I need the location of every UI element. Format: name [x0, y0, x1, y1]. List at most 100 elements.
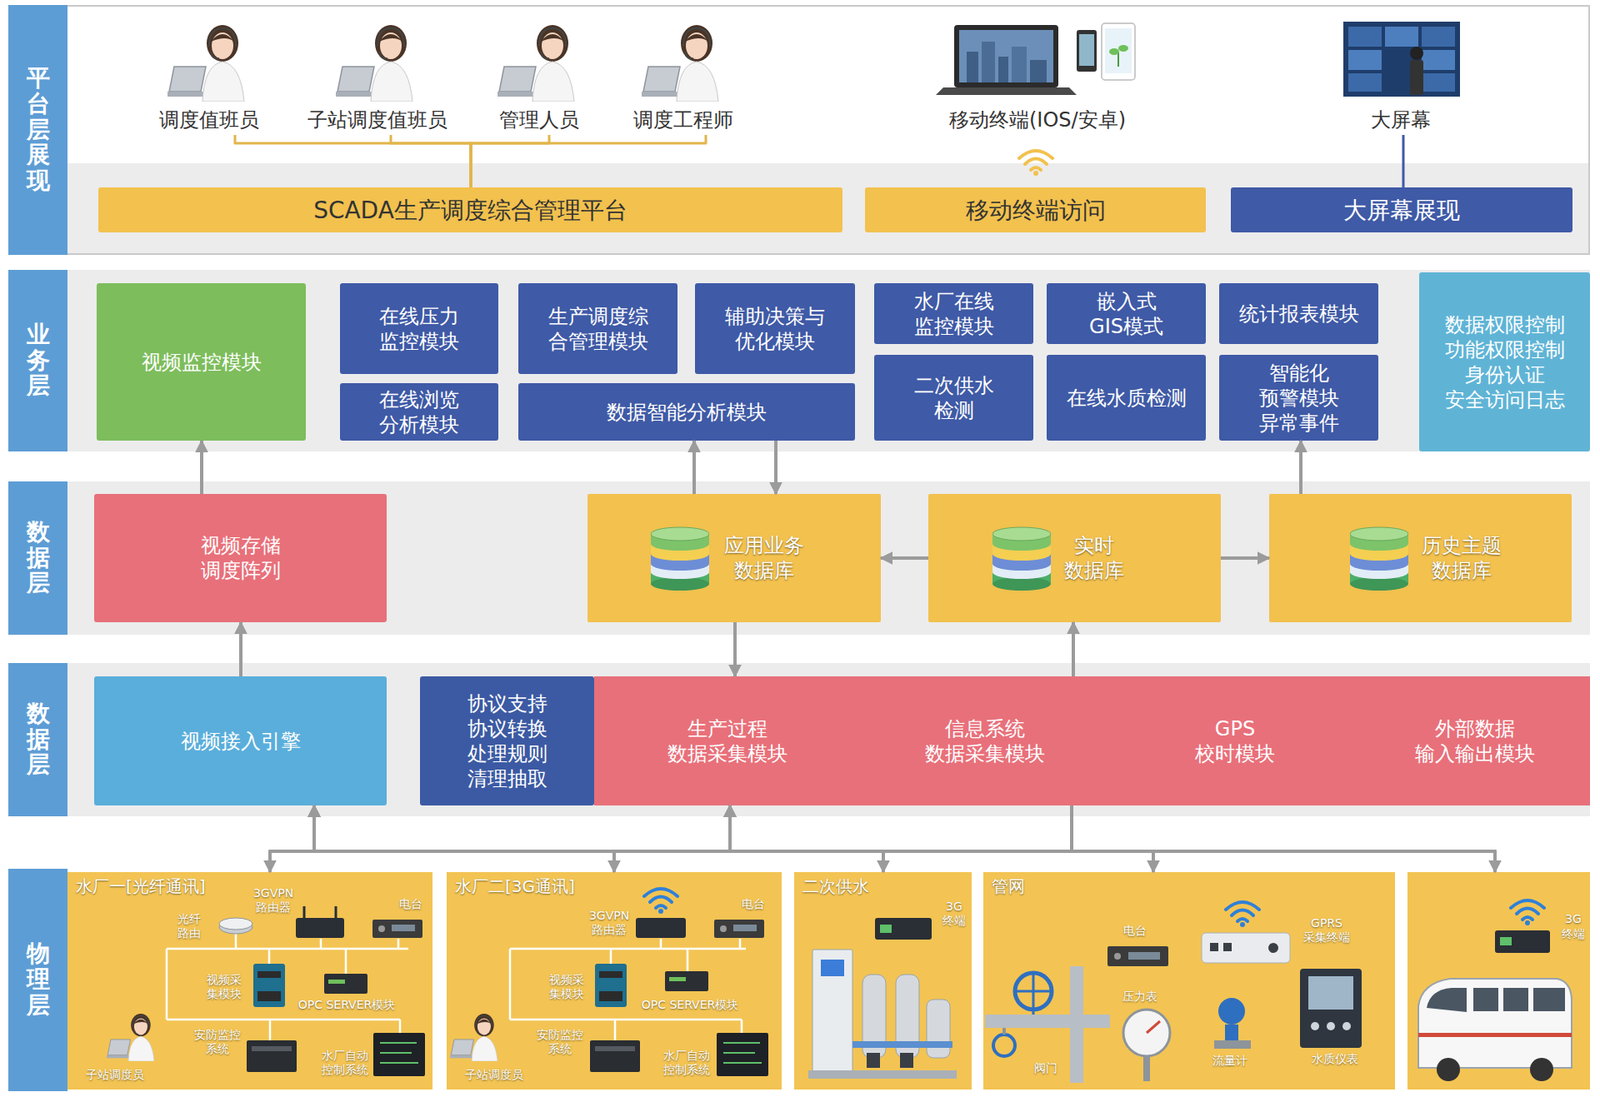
box-label: 在线压力 监控模块: [379, 304, 460, 355]
valve-stem: [1002, 1028, 1006, 1035]
gauge-stem: [1143, 1056, 1150, 1082]
box-label: 生产调度综 合管理模块: [548, 304, 649, 355]
device-label: 水厂自动 控制系统: [321, 1049, 369, 1078]
nvr-slot: [251, 1046, 292, 1052]
plant: [1109, 48, 1120, 55]
device-label: 阀门: [1034, 1061, 1058, 1076]
device-label: OPC SERVER模块: [298, 998, 396, 1013]
box-label: 调度工程师: [633, 107, 734, 133]
module-box: 信息系统 数据采集模块: [860, 676, 1110, 806]
wifi-icon: [1510, 900, 1545, 926]
module-box: 生产过程 数据采集模块: [594, 676, 860, 806]
security-nvr: [246, 1040, 297, 1073]
operator-icon: [450, 1014, 498, 1062]
layer-title: 数据层: [26, 520, 50, 597]
screen-tile: [1385, 26, 1419, 47]
radio-display: [733, 925, 757, 932]
radio-knob: [720, 925, 727, 933]
actor: 移动终端(IOS/安卓): [933, 18, 1142, 135]
site-panel: 水厂一[光纤通讯]: [67, 872, 433, 1090]
box-label: 移动终端(IOS/安卓): [949, 107, 1126, 133]
label-anchor: 流量计: [1212, 1054, 1248, 1069]
meter-button: [1310, 1022, 1320, 1031]
3g-terminal: [875, 918, 932, 940]
connector: [774, 440, 778, 495]
connector: [314, 805, 1154, 873]
layer-title: 平台层展现: [26, 65, 50, 195]
pressure-tank: [895, 975, 920, 1059]
valve-wheel: [1015, 973, 1052, 1010]
module-box: 辅助决策与 优化模块: [695, 283, 855, 375]
module-box: 协议支持 协议转换 处理规则 清理抽取: [420, 676, 595, 806]
database-box: 应用业务 数据库: [587, 494, 881, 623]
box-label: 水厂二[3G通讯]: [455, 876, 774, 898]
device-label: 电台: [741, 897, 765, 912]
connector: [880, 556, 929, 560]
flow-meter: [1225, 1025, 1239, 1042]
video-module: [595, 964, 627, 1008]
layer-title: 物理层: [26, 941, 50, 1019]
box-label: 数据权限控制 功能权限控制 身份认证 安全访问日志: [1445, 312, 1565, 413]
vehicle-window: [1426, 988, 1467, 1013]
label-anchor: 电台: [399, 897, 423, 912]
screen-tile: [1348, 50, 1382, 70]
layer-tab: 平台层展现: [8, 5, 68, 255]
module-box: 视频监控模块: [96, 283, 306, 441]
connector: [314, 805, 1495, 873]
device-label: 子站调度员: [85, 1068, 145, 1083]
radio-knob: [378, 925, 385, 933]
label-anchor: OPC SERVER模块: [298, 998, 396, 1013]
module-box: 移动终端访问: [865, 187, 1206, 233]
connector: [733, 622, 737, 677]
pipe: [1070, 966, 1084, 1084]
label-anchor: 3GVPN 路由器: [253, 886, 294, 915]
radio: [372, 920, 423, 939]
radio-display: [1128, 952, 1160, 960]
layer-tab: 业务层: [8, 270, 68, 452]
water-pipe: [852, 1041, 953, 1049]
box-label: 生产过程 数据采集模块: [667, 716, 788, 767]
vehicle-window: [1473, 988, 1499, 1012]
label-anchor: GPRS 采集终端: [1303, 916, 1350, 945]
terminal-port: [1268, 943, 1279, 954]
box-label: 管网: [991, 876, 1387, 898]
skyline: [1030, 60, 1047, 83]
box-label: 大屏幕: [1370, 107, 1431, 133]
connector: [883, 805, 1072, 873]
device-label: 安防监控 系统: [194, 1028, 241, 1057]
module-box: 数据智能分析模块: [518, 383, 855, 441]
box-label: 实时 数据库: [1064, 533, 1125, 584]
wheel: [1530, 1058, 1554, 1082]
database-icon: [650, 527, 710, 591]
security-nvr: [590, 1040, 640, 1073]
layer-band: 数据层视频存储 调度阵列应用业务 数据库实时 数据库历史主题 数据库: [8, 481, 1590, 635]
device-label: 流量计: [1212, 1054, 1248, 1069]
connector: [270, 805, 730, 873]
device-label: 电台: [399, 897, 423, 912]
layer-title: 业务层: [26, 322, 50, 400]
actor: 子站调度值班员: [302, 18, 453, 135]
box-label: 视频接入引擎: [180, 729, 301, 755]
site-panel: 二次供水: [794, 872, 972, 1090]
connector: [1402, 135, 1405, 188]
video-module: [599, 971, 623, 979]
skyline: [981, 41, 995, 83]
connector: [270, 805, 315, 873]
connector: [730, 805, 1154, 873]
connector: [390, 135, 471, 188]
viewer: [1410, 60, 1424, 95]
device-label: 压力表: [1122, 990, 1158, 1005]
box-label: 移动终端访问: [965, 195, 1106, 225]
meter-screen: [1308, 976, 1354, 1010]
terminal-port: [880, 925, 892, 934]
layer-band: 数据层视频接入引擎协议支持 协议转换 处理规则 清理抽取生产过程 数据采集模块信…: [8, 663, 1590, 817]
operator-icon: [167, 25, 245, 102]
fiber-router: [219, 920, 253, 935]
video-module: [257, 971, 281, 979]
box-label: 在线水质检测: [1066, 385, 1187, 411]
module-box: 视频接入引擎: [94, 676, 387, 806]
operator-icon: [106, 1014, 155, 1062]
module-box: 在线压力 监控模块: [340, 283, 499, 375]
module-box: 统计报表模块: [1219, 283, 1379, 345]
